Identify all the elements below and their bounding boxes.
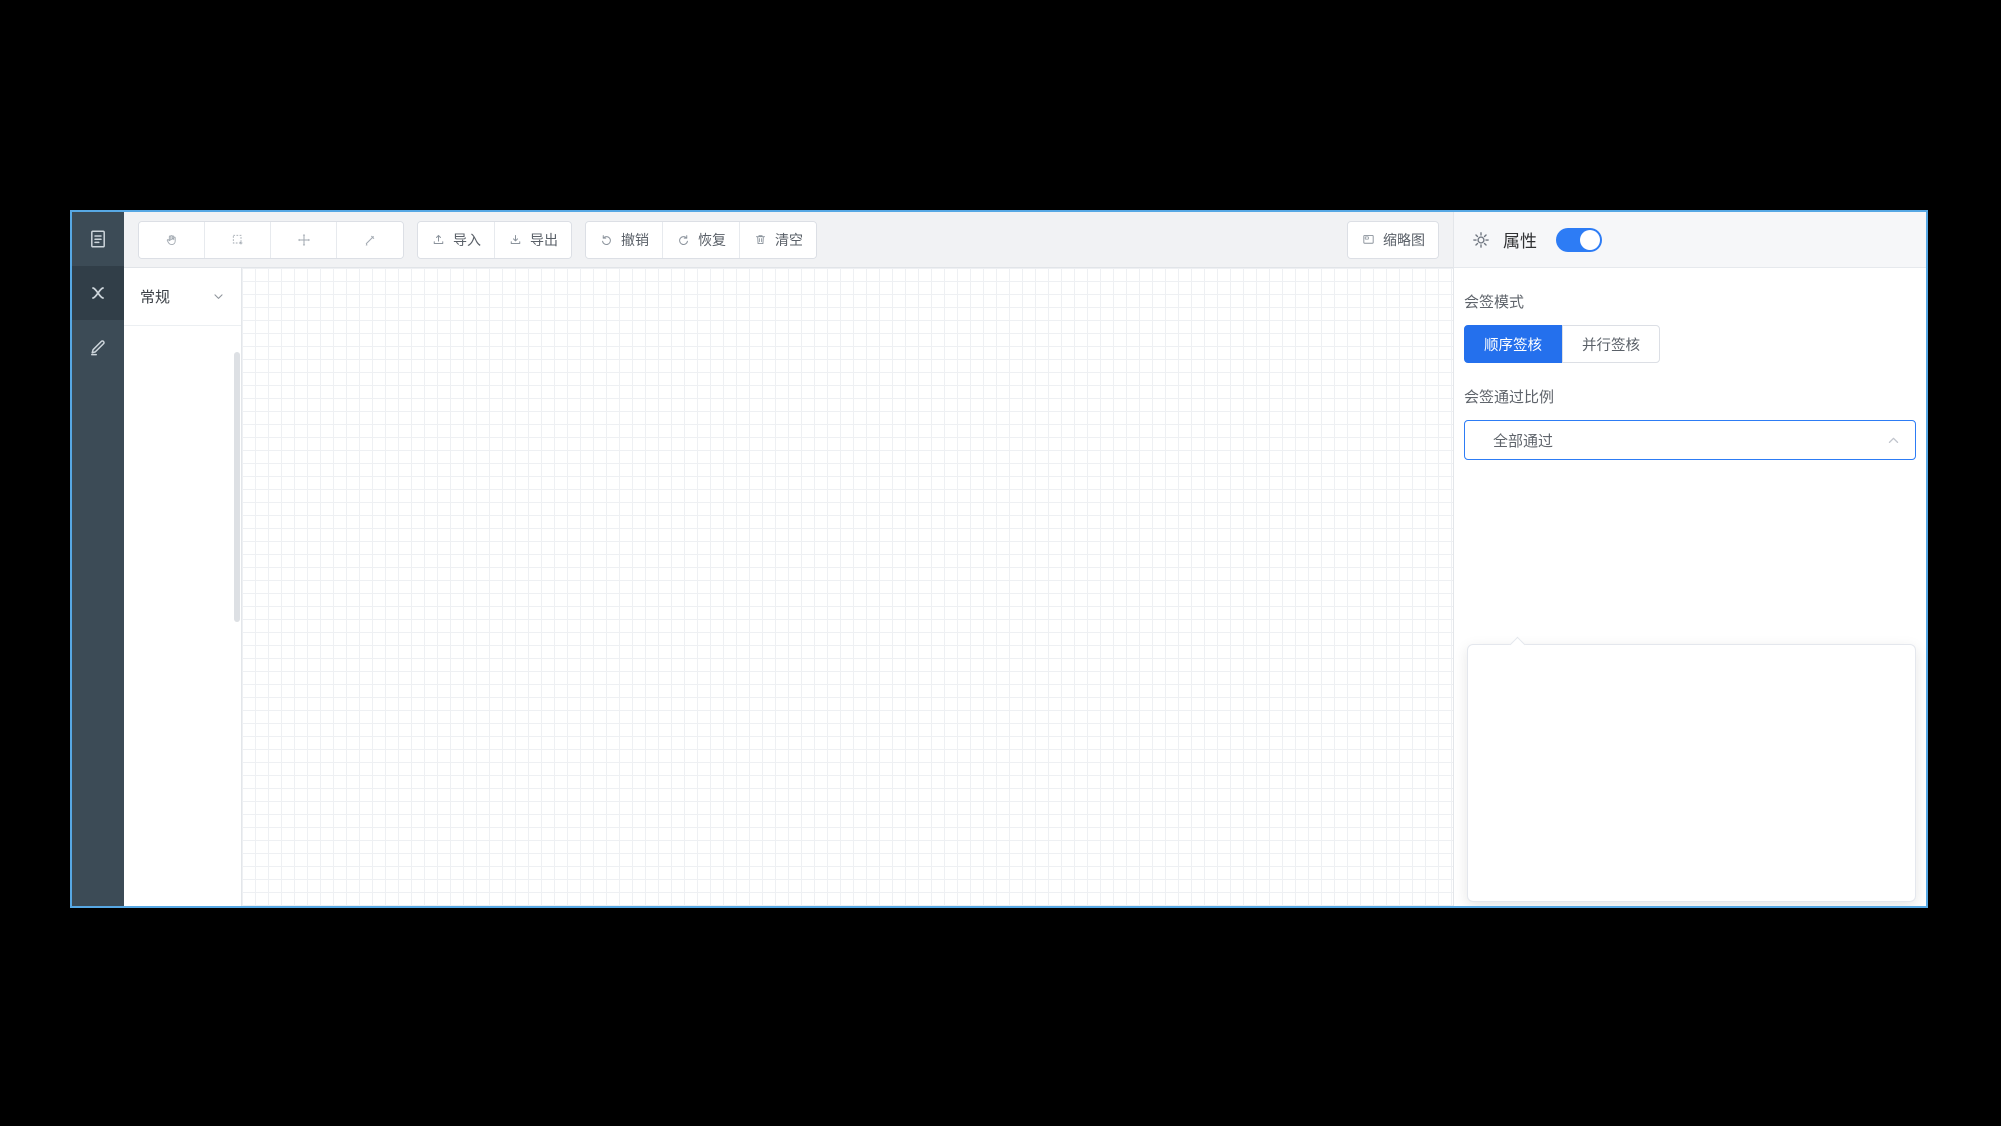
properties-panel: 属性 会签模式 顺序签核 并行签核 会签通过比例 全部通过 xyxy=(1453,212,1926,906)
marquee-select-button[interactable] xyxy=(205,221,271,258)
button-label: 恢复 xyxy=(698,232,726,249)
toolbar-group: 导入 导出 xyxy=(417,220,572,259)
button-label: 导出 xyxy=(530,232,558,249)
node-palette: 常规 xyxy=(124,268,242,906)
button-label: 导入 xyxy=(453,232,481,249)
pass-ratio-value: 全部通过 xyxy=(1493,431,1554,450)
button-label: 撤销 xyxy=(621,232,649,249)
edit-panel-button[interactable] xyxy=(72,320,124,374)
countersign-mode-label: 会签模式 xyxy=(1464,293,1525,311)
chevron-down-icon xyxy=(212,290,225,303)
properties-header: 属性 xyxy=(1454,212,1926,268)
toggle-knob xyxy=(1580,229,1600,250)
upload-icon xyxy=(431,232,446,247)
pages-panel-button[interactable] xyxy=(72,212,124,266)
hand-icon xyxy=(164,232,180,248)
canvas-area[interactable] xyxy=(242,268,1453,906)
minimap-button[interactable]: 缩略图 xyxy=(1348,221,1438,258)
chevron-up-icon xyxy=(1886,433,1901,448)
import-button[interactable]: 导入 xyxy=(418,221,495,258)
toolbar-group xyxy=(138,220,404,259)
redo-button[interactable]: 恢复 xyxy=(663,221,740,258)
marquee-icon xyxy=(230,232,246,248)
clear-button[interactable]: 清空 xyxy=(740,221,816,258)
main-column: 导入 导出 撤销 恢复 清空 缩略图 常规 xyxy=(124,212,1453,906)
parallel-sign-button[interactable]: 并行签核 xyxy=(1562,325,1660,363)
move-tool-button[interactable] xyxy=(271,221,337,258)
toolbar-group: 撤销 恢复 清空 xyxy=(585,220,817,259)
pass-ratio-select[interactable]: 全部通过 xyxy=(1464,420,1916,460)
download-icon xyxy=(508,232,523,247)
gear-icon xyxy=(1470,229,1492,251)
lasso-icon xyxy=(362,232,378,248)
toolbar-group: 缩略图 xyxy=(1347,220,1439,259)
button-label: 清空 xyxy=(775,232,803,249)
undo-icon xyxy=(599,232,614,247)
pencil-icon xyxy=(86,335,110,359)
minimap-icon xyxy=(1361,232,1376,247)
pass-ratio-label: 会签通过比例 xyxy=(1464,388,1555,406)
doc-icon xyxy=(86,227,110,251)
countersign-mode-segment: 顺序签核 并行签核 xyxy=(1464,325,1916,363)
countersign-section-body: 会签模式 顺序签核 并行签核 会签通过比例 全部通过 xyxy=(1454,268,1926,460)
button-label: 缩略图 xyxy=(1383,232,1425,249)
sequential-sign-button[interactable]: 顺序签核 xyxy=(1464,325,1562,363)
properties-toggle[interactable] xyxy=(1556,227,1602,252)
toolbar: 导入 导出 撤销 恢复 清空 缩略图 xyxy=(124,212,1453,268)
trash-icon xyxy=(753,232,768,247)
palette-header-label: 常规 xyxy=(140,288,171,306)
links-icon xyxy=(86,281,110,305)
activity-bar xyxy=(72,212,124,906)
hand-tool-button[interactable] xyxy=(139,221,205,258)
properties-title: 属性 xyxy=(1503,232,1537,252)
workflow-designer-window: 导入 导出 撤销 恢复 清空 缩略图 常规 xyxy=(70,210,1928,908)
work-row: 常规 xyxy=(124,268,1453,906)
export-button[interactable]: 导出 xyxy=(495,221,571,258)
redo-icon xyxy=(676,232,691,247)
move-icon xyxy=(296,232,312,248)
flow-canvas[interactable] xyxy=(242,268,1453,906)
undo-button[interactable]: 撤销 xyxy=(586,221,663,258)
palette-scrollbar[interactable] xyxy=(234,352,240,622)
pass-ratio-dropdown xyxy=(1467,644,1916,902)
nodes-panel-button[interactable] xyxy=(72,266,124,320)
lasso-tool-button[interactable] xyxy=(337,221,403,258)
palette-header[interactable]: 常规 xyxy=(124,268,241,326)
